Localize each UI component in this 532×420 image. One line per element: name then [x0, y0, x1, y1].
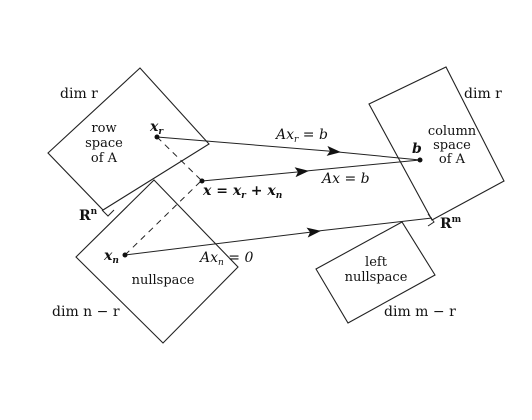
- point-xn: [122, 252, 128, 258]
- column-space-label-line1: column: [428, 124, 477, 139]
- point-b: [417, 157, 423, 163]
- row-space-label-line3: of A: [91, 151, 118, 166]
- column-space-box: [368, 66, 505, 221]
- row-space-label-line2: space: [85, 136, 123, 151]
- dashed-xn-to-x: [124, 181, 201, 256]
- arrow-ax: [201, 167, 309, 182]
- x-sum-label: x = xr + xn: [202, 183, 282, 201]
- nullspace-box: [75, 179, 239, 344]
- point-xr: [154, 134, 160, 140]
- row-space-dim: dim r: [60, 86, 98, 102]
- row-space-box: [47, 67, 210, 211]
- domain-rn-label: Rn: [79, 207, 98, 224]
- arrow-axn: [124, 227, 321, 256]
- column-space-dim: dim r: [464, 86, 502, 102]
- arrow-axn-tail: [317, 217, 433, 232]
- arrow-axr: [156, 136, 341, 156]
- xr-label: xr: [149, 119, 164, 137]
- point-x: [199, 178, 205, 184]
- left-right-angle-marker: [101, 209, 115, 217]
- axr-label: Axr = b: [274, 127, 328, 145]
- right-right-angle-marker: [427, 213, 435, 227]
- codomain-rm-label: Rm: [440, 215, 462, 232]
- ax-label: Ax = b: [320, 171, 370, 187]
- arrow-ax-tail: [305, 159, 421, 172]
- b-label: b: [412, 141, 422, 157]
- left-nullspace-dim: dim m − r: [384, 304, 456, 320]
- column-space-label-line2: space: [433, 138, 471, 153]
- left-nullspace-label-line1: left: [365, 255, 388, 270]
- nullspace-label: nullspace: [132, 273, 195, 288]
- xn-label: xn: [103, 248, 119, 266]
- arrow-axr-tail: [337, 151, 421, 161]
- nullspace-dim: dim n − r: [52, 304, 120, 320]
- row-space-label-line1: row: [91, 121, 116, 136]
- left-nullspace-label-line2: nullspace: [345, 270, 408, 285]
- dashed-xr-to-x: [156, 136, 203, 182]
- axn-label: Axn = 0: [198, 250, 253, 268]
- column-space-label-line3: of A: [439, 152, 466, 167]
- left-nullspace-box: [315, 221, 436, 324]
